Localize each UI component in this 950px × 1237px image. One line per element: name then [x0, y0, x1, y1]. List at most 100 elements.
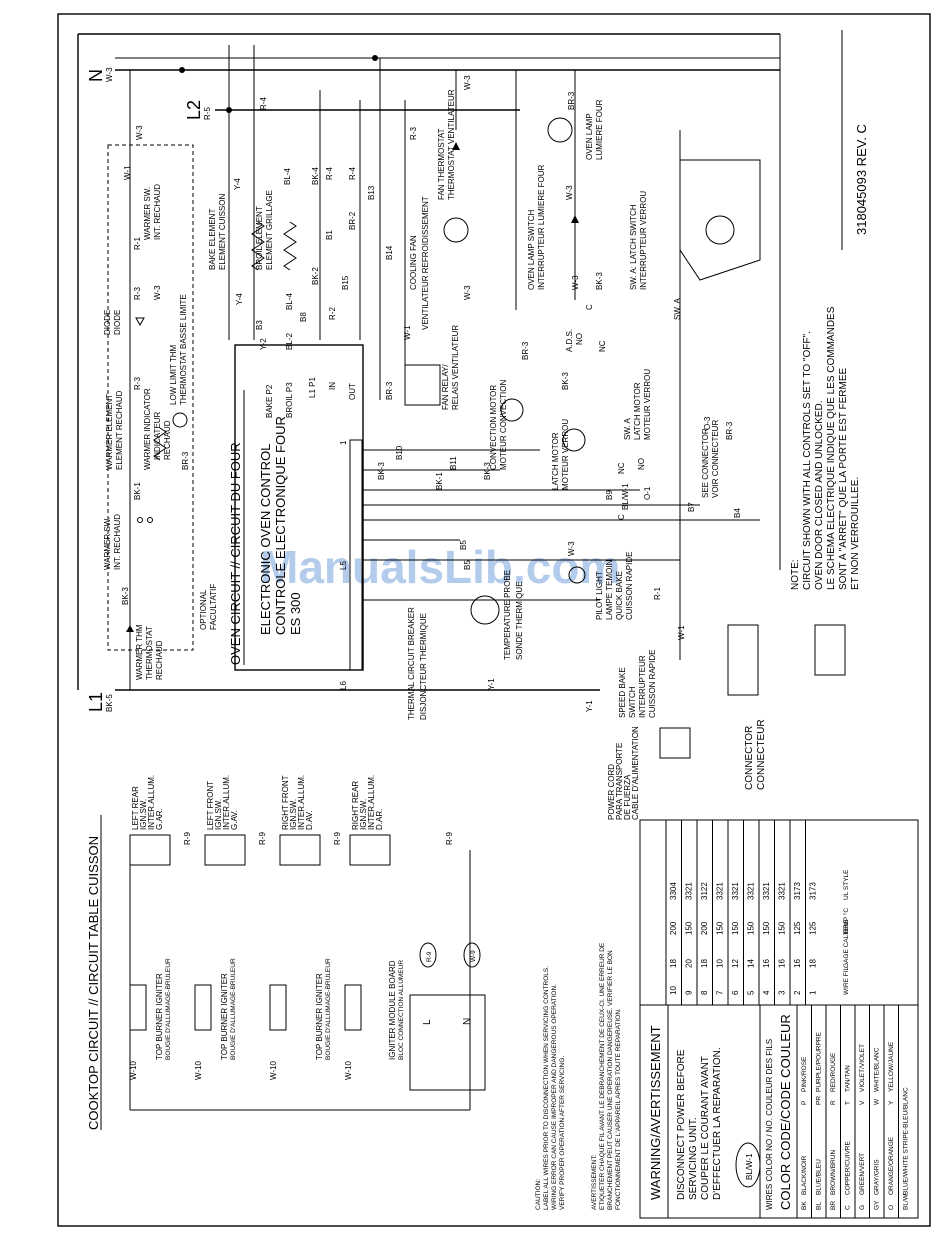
color-code2: R — [830, 1100, 837, 1105]
latch-motor-icon — [562, 428, 586, 452]
wire-bk3-latch2: BK-3 — [561, 372, 570, 390]
wire-br3-right: BR-3 — [725, 421, 734, 440]
fan-relay-label-2: RELAIS VENTILATEUR — [451, 325, 460, 410]
terminal-out: OUT — [348, 383, 357, 400]
wire-r1-pilot: R-1 — [653, 587, 662, 600]
rail-l2-label: L2 — [184, 100, 204, 120]
wire-w10-4: W-10 — [344, 1060, 353, 1080]
warmer-element-label-2: ELEMENT RECHAUD — [115, 390, 124, 470]
pilot-light-icon — [568, 566, 586, 584]
wire-table-cell: 6 — [731, 990, 740, 995]
broil-element-coil — [283, 221, 297, 271]
color-name2: VIOLET/VIOLET — [859, 1044, 866, 1092]
ign-switch-4-body — [349, 834, 391, 866]
wire-b3-label: B3 — [255, 320, 264, 330]
sheet-border — [57, 13, 931, 1227]
wire-w1-speed: W-1 — [677, 625, 686, 640]
rail-l1-label: L1 — [86, 692, 106, 712]
oven-lamp-label-1: OVEN LAMP — [585, 113, 594, 160]
wire-br3-lamp-label: BR-3 — [567, 91, 576, 110]
low-limit-label-1: LOW LIMIT THM — [169, 345, 178, 405]
sw-a-latch-motor-1: LATCH MOTOR — [633, 382, 642, 440]
color-name2: PURPLE/POURPRE — [816, 1031, 823, 1092]
connector-block-1 — [727, 624, 759, 696]
color-name2: PINK/ROSE — [801, 1056, 808, 1092]
oven-control-box — [234, 344, 364, 671]
wire-table-cell: 200 — [700, 921, 709, 935]
optional-label-1: OPTIONAL — [199, 589, 208, 630]
warmer-indicator-label-1: WARMER INDICATOR — [143, 388, 152, 470]
wire-bk3-warmer: BK-3 — [121, 587, 130, 605]
ign-switch-2-line4: G.AV. — [230, 810, 239, 830]
warmer-element-coil — [153, 427, 167, 461]
ign-switch-3-line4: D.AV. — [305, 810, 314, 830]
note-line-2: OVEN DOOR CLOSED AND UNLOCKED. — [814, 401, 825, 590]
wire-table-cell: 3321 — [778, 882, 787, 900]
wire-table-cell: 9 — [685, 990, 694, 995]
wire-y4-bot: Y-4 — [235, 293, 244, 305]
latch-switch-label-1: SW. A: LATCH SWITCH — [629, 204, 638, 290]
wire-y1-probe: Y-1 — [487, 678, 496, 690]
wire-r4-label: R-4 — [259, 97, 268, 110]
wire-b4-label: B4 — [733, 508, 742, 518]
wire-table-cell: 150 — [731, 921, 740, 935]
bake-element-label-1: BAKE ELEMENT — [208, 209, 217, 270]
wire-w1-fan: W-1 — [403, 325, 412, 340]
wire-bk1-ctrl: BK-1 — [435, 472, 444, 490]
wire-blw1-label: BL/W-1 — [621, 483, 630, 510]
color-code2: V — [859, 1100, 866, 1105]
latch-motor-label-1: LATCH MOTOR — [551, 432, 560, 490]
wire-w3-lampsw-label: W-3 — [571, 275, 580, 290]
ign-switch-4-line2: IGN.SW. — [359, 799, 368, 830]
wire-br2-label: BR-2 — [348, 211, 357, 230]
igniter-2-line2: BOUGIE D'ALLUMAGE-BRULEUR — [230, 958, 237, 1060]
wire-bk3-ctrl: BK-3 — [377, 462, 386, 480]
wire-w9-tag — [463, 942, 481, 968]
igniter-1-body — [129, 984, 147, 1031]
control-label-3: ES 300 — [288, 592, 303, 635]
warmer-indicator-lamp-icon — [172, 412, 188, 428]
wire-table-header: TEMP °C — [842, 908, 850, 935]
igniter-1-line1: TOP BURNER IGNITER — [155, 973, 164, 1060]
bake-element-coil — [251, 221, 265, 271]
fan-relay-box — [404, 364, 441, 406]
wire-b8-label: B8 — [299, 312, 308, 322]
color-example-tag — [735, 1142, 761, 1188]
lamp-switch-label-2: INTERRUPTEUR LUMIERE FOUR — [537, 164, 546, 290]
wire-table-cell: 16 — [793, 959, 802, 968]
see-connector-label-2: VOIR CONNECTEUR — [711, 420, 720, 498]
ign-switch-1-line4: G.AR. — [155, 808, 164, 830]
pilot-light-label-3: QUICK BAKE — [615, 571, 624, 620]
color-example-label: BL/W-1 — [745, 1153, 754, 1180]
oven-lamp-label-2: LUMIERE FOUR — [595, 99, 604, 160]
pin-l5: L5 — [339, 561, 348, 570]
wire-table-cell: 20 — [685, 959, 694, 968]
caution-fr-line-1: ETIQUETER CHAQUE FIL AVANT LE DEBRANCHEM… — [599, 942, 606, 1210]
wire-table-cell: 150 — [747, 921, 756, 935]
power-cord-label-2: PARA TRANSPORTE — [615, 743, 624, 820]
wire-w10-2: W-10 — [194, 1060, 203, 1080]
warning-line-1: DISCONNECT POWER BEFORE — [676, 1049, 687, 1200]
cooktop-circuit-title: COOKTOP CIRCUIT // CIRCUIT TABLE CUISSON — [86, 836, 101, 1130]
igniter-3-body — [269, 984, 287, 1031]
diode-label-1: DIODE — [103, 310, 112, 335]
wire-table-cell: 12 — [731, 959, 740, 968]
ign-switch-3-line1: RIGHT FRONT — [281, 775, 290, 830]
power-cord-label-4: CABLE D'ALIMENTATION — [631, 726, 640, 820]
wire-table-cell: 10 — [669, 986, 678, 995]
igniter-3-line2: BOUGIE D'ALLUMAGE-BRULEUR — [325, 958, 332, 1060]
wire-w10-3: W-10 — [269, 1060, 278, 1080]
wire-br3-warmer: BR-3 — [181, 451, 190, 470]
lamp-switch-symbol-icon — [571, 215, 579, 223]
wire-table-cell: 125 — [793, 921, 802, 935]
sw-a-c: C — [617, 514, 626, 520]
wire-b10-label: B10 — [395, 445, 404, 460]
caution-heading: CAUTION: — [535, 1179, 542, 1210]
igniter-2-body — [194, 984, 212, 1031]
ign-switch-1-body — [129, 834, 171, 866]
sw-a-latch-label: SW. A — [623, 418, 632, 440]
low-limit-label-2: THERMOSTAT BASSE LIMITE — [179, 294, 188, 405]
color-name: GRAY/GRIS — [874, 1159, 881, 1195]
terminal-broil: BROIL P3 — [285, 382, 294, 418]
warmer-sw2-label-2: INT. RECHAUD — [153, 184, 162, 240]
